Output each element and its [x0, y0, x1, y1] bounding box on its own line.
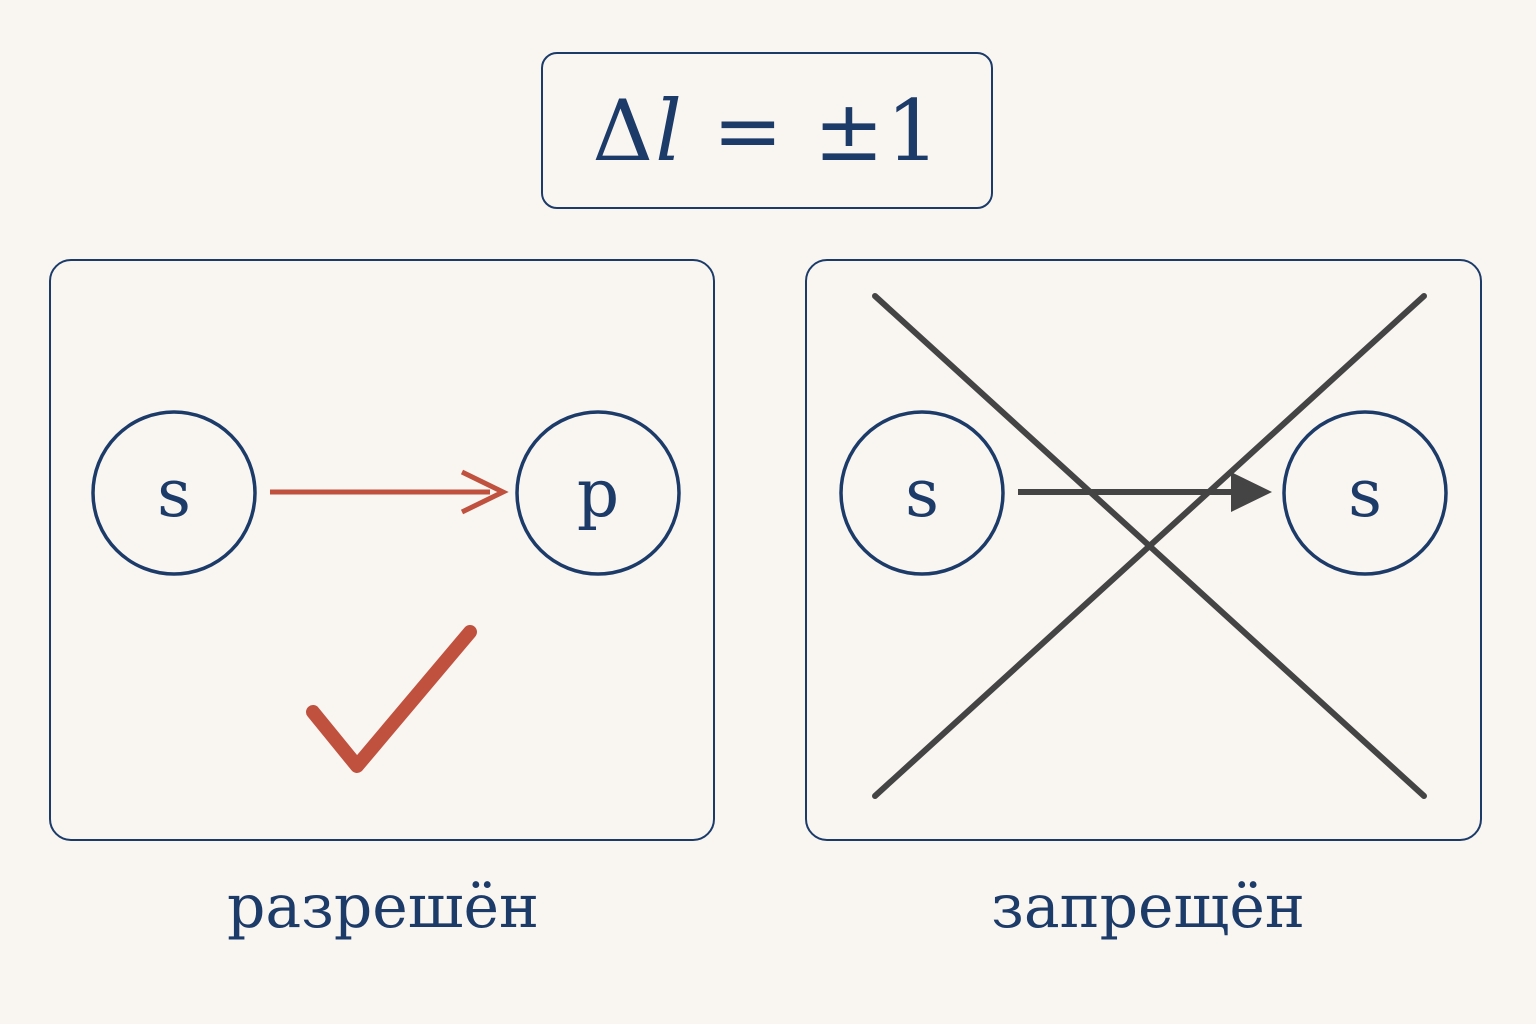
allowed-transition: s p [91, 410, 681, 773]
orbital-node-s-initial [91, 410, 257, 576]
forbidden-transition-panel [805, 259, 1482, 841]
delta-symbol: Δ [592, 81, 656, 180]
allowed-caption: разрешён [226, 872, 540, 942]
orbital-node-s-initial-label: s [157, 455, 191, 532]
orbital-node-p-final-label: p [577, 455, 619, 532]
allowed-transition-panel [49, 259, 715, 841]
orbital-node-s-final-forbidden [1282, 410, 1448, 576]
cross-icon-stroke-2 [872, 293, 1427, 799]
orbital-node-s-final-forbidden-label: s [1348, 455, 1382, 532]
rule-relation: = ±1 [683, 81, 942, 180]
orbital-quantum-number: l [655, 81, 684, 180]
check-icon [306, 625, 477, 773]
orbital-node-s-initial-forbidden [839, 410, 1005, 576]
forbidden-caption: запрещён [991, 872, 1305, 942]
forbidden-transition: s s [839, 293, 1448, 799]
forbidden-transition-arrowhead [1231, 472, 1272, 512]
allowed-transition-arrowhead [460, 469, 509, 515]
orbital-node-s-initial-forbidden-label: s [905, 455, 939, 532]
orbital-node-p-final [515, 410, 681, 576]
